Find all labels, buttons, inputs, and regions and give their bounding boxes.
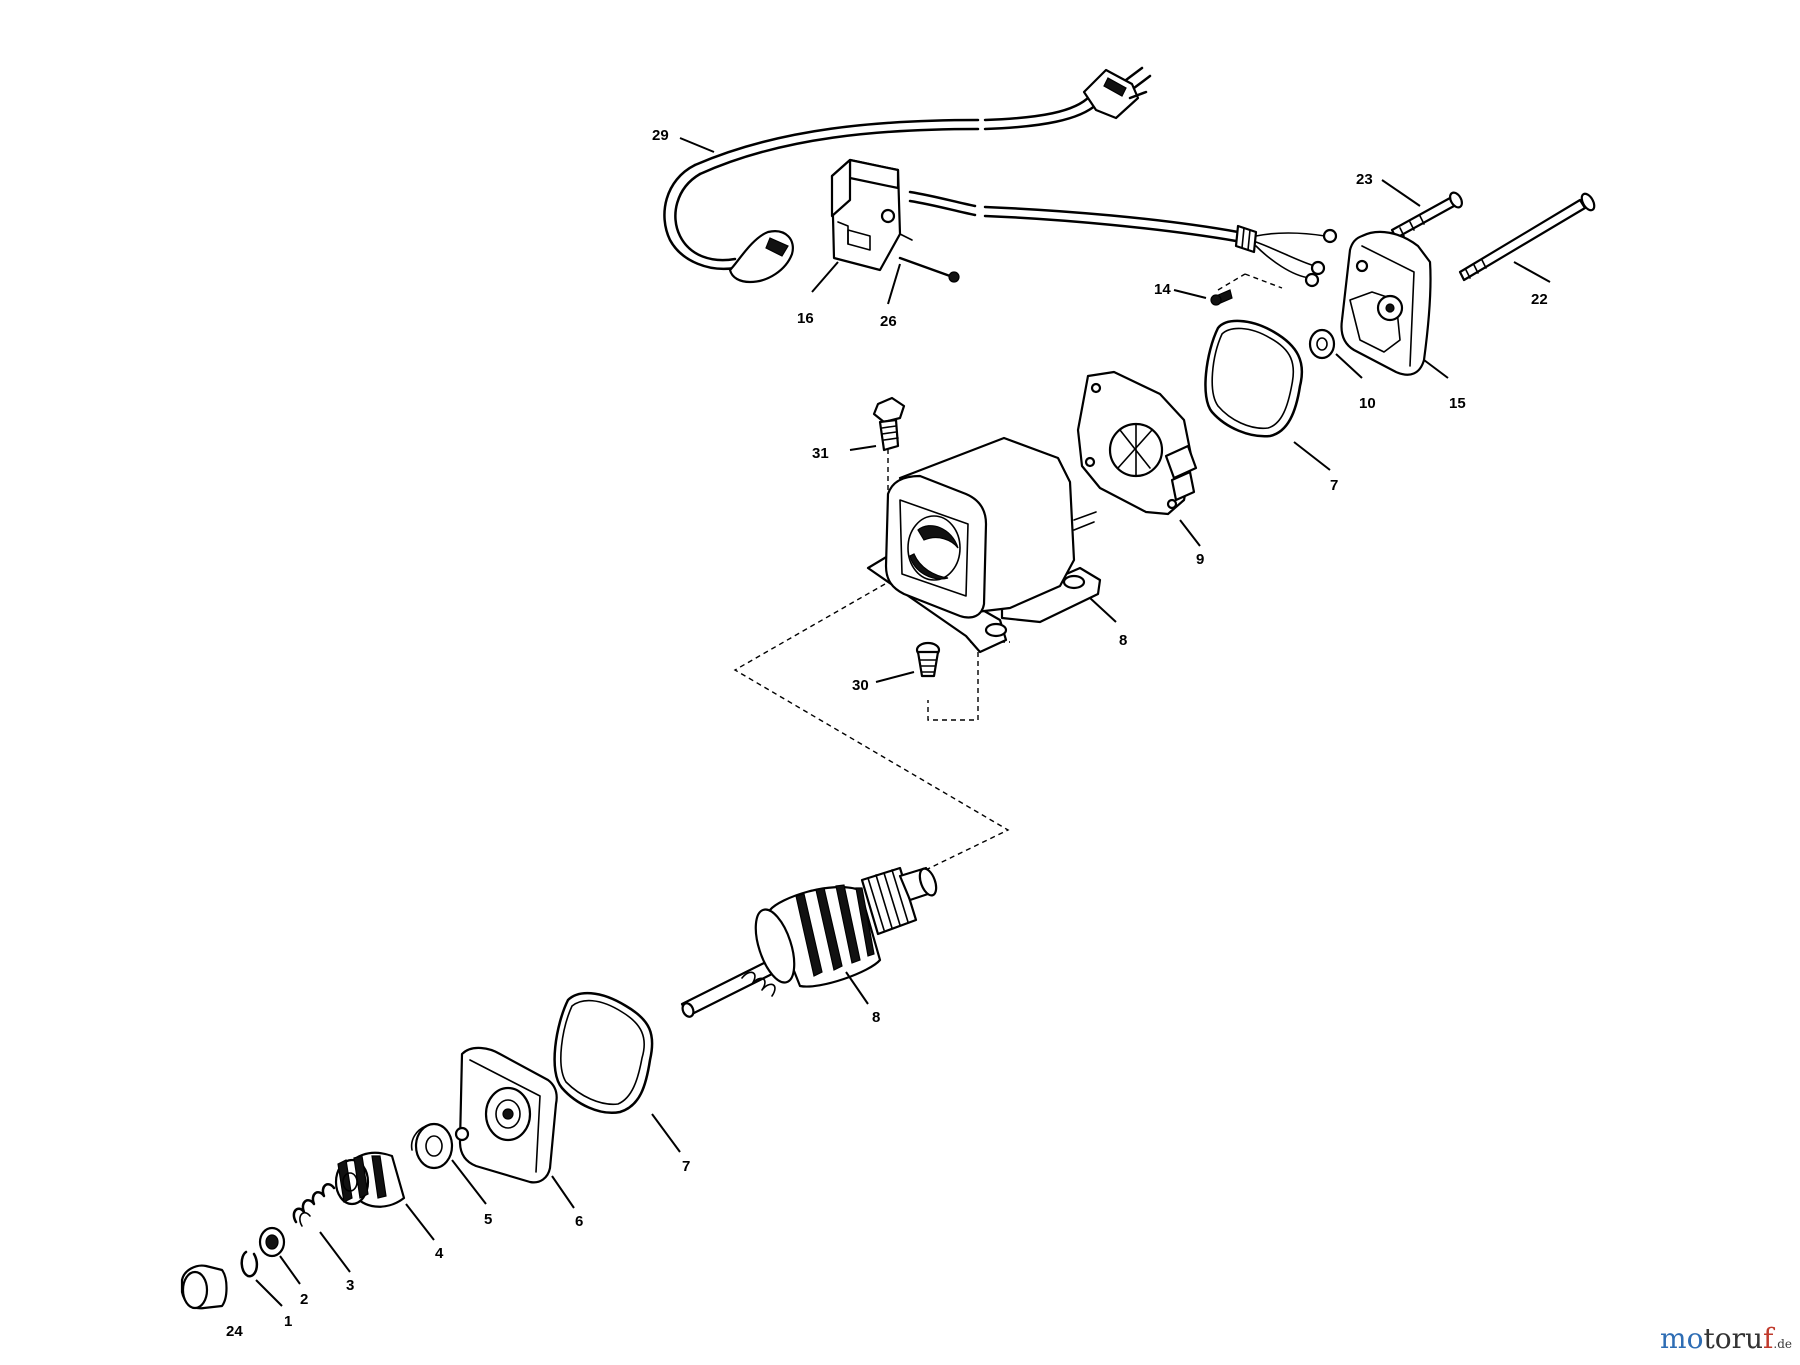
watermark-t: t [1703,1322,1715,1355]
label-16: 16 [797,310,814,327]
part-labels: 29 16 26 23 22 14 10 15 7 9 8 31 30 8 7 … [226,127,1548,1340]
watermark-r: r [1731,1322,1745,1355]
label-14: 14 [1154,281,1171,298]
cord-part-29[interactable] [663,66,1338,288]
label-9: 8 [1119,632,1127,649]
end-cap-part-15[interactable] [1340,230,1432,376]
switch-part-16[interactable] [830,158,913,272]
label-6: 6 [575,1213,583,1230]
ring-part-1[interactable] [240,1250,259,1278]
watermark-o2: o [1714,1322,1732,1355]
label-10: 9 [1196,551,1204,568]
watermark-tld: .de [1773,1337,1792,1351]
spring-part-3[interactable] [292,1183,336,1227]
housing-part-9[interactable] [866,436,1102,654]
washer-part-13[interactable] [1308,328,1336,360]
watermark-f: f [1763,1322,1774,1355]
drive-end-cap-part-6[interactable] [454,1046,558,1184]
label-31: 31 [812,445,829,462]
gasket-part-7-front[interactable] [553,991,654,1115]
label-2: 2 [300,1291,308,1308]
label-7-front: 7 [682,1158,690,1175]
label-26: 26 [880,313,897,330]
pinion-part-4[interactable] [334,1151,406,1208]
screw-part-26[interactable] [898,256,960,283]
brush-plate-part-10[interactable] [1076,370,1198,516]
spacer-part-5[interactable] [410,1122,454,1170]
armature-part-8[interactable] [680,866,940,1018]
cap-part-24[interactable] [180,1264,228,1310]
label-7-rear: 7 [1330,477,1338,494]
watermark-text: motoruf [1660,1322,1773,1355]
label-13: 10 [1359,395,1376,412]
watermark-m: m [1660,1322,1687,1355]
label-15: 15 [1449,395,1466,412]
label-8: 8 [872,1009,880,1026]
label-5: 5 [484,1211,492,1228]
screw-part-30[interactable] [915,641,941,678]
watermark-u: u [1744,1322,1764,1355]
label-30: 30 [852,677,869,694]
bolt-part-22[interactable] [1458,192,1597,282]
leader-lines [255,137,1551,1307]
screw-part-31[interactable] [872,396,906,452]
screw-part-14[interactable] [1210,289,1233,306]
label-1: 1 [284,1313,292,1330]
gasket-part-7-rear[interactable] [1204,319,1304,438]
label-29: 29 [652,127,669,144]
bolt-part-23[interactable] [1390,191,1464,240]
label-24: 24 [226,1323,243,1340]
label-4: 4 [435,1245,444,1262]
watermark-o1: o [1686,1322,1704,1355]
label-23: 23 [1356,171,1373,188]
watermark-logo: motoruf.de [1660,1325,1792,1353]
label-22: 22 [1531,291,1548,308]
label-3: 3 [346,1277,354,1294]
collar-part-2[interactable] [258,1226,286,1258]
